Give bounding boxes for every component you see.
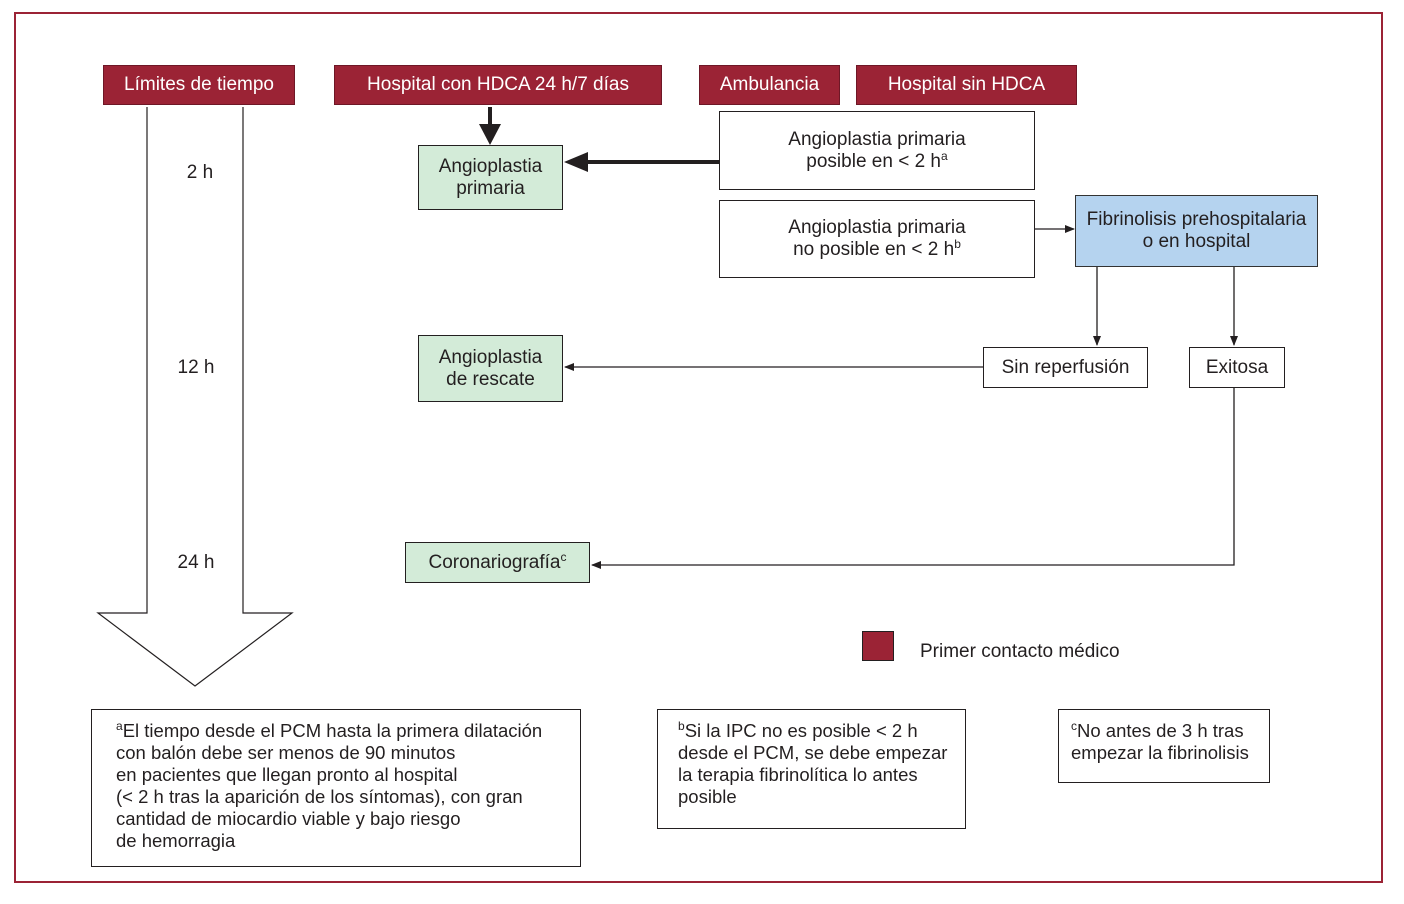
figure-frame <box>14 12 1383 883</box>
footnote-b-line3: la terapia fibrinolítica lo antes <box>678 764 918 785</box>
header-hospital-with-hdca: Hospital con HDCA 24 h/7 días <box>334 65 662 105</box>
rescue-line2: de rescate <box>446 368 535 390</box>
footnote-a-line5: cantidad de miocardio viable y bajo ries… <box>116 808 461 829</box>
footnote-b-mark: b <box>678 719 685 733</box>
coronariography-label: Coronariografíac <box>428 549 567 574</box>
possible-line1: Angioplastia primaria <box>788 128 966 150</box>
footnote-a-line4: (< 2 h tras la aparición de los síntomas… <box>116 786 523 807</box>
footnote-c-mark: c <box>1071 719 1077 733</box>
not-possible-line2: no posible en < 2 hb <box>793 237 961 261</box>
possible-footnote-mark: a <box>941 148 948 163</box>
not-possible-footnote-mark: b <box>954 237 961 251</box>
header-ambulance: Ambulancia <box>699 65 840 105</box>
time-label-2h: 2 h <box>186 162 214 183</box>
node-no-reperfusion: Sin reperfusión <box>983 347 1148 388</box>
footnote-a-text1: El tiempo desde el PCM hasta la primera … <box>122 720 543 741</box>
possible-line2: posible en < 2 ha <box>806 148 948 173</box>
node-primary-angioplasty: Angioplastia primaria <box>418 145 563 210</box>
not-possible-line1: Angioplastia primaria <box>788 217 966 238</box>
primary-angioplasty-line2: primaria <box>456 177 525 199</box>
node-coronariography: Coronariografíac <box>405 542 590 583</box>
footnote-c-text1: No antes de 3 h tras <box>1077 720 1244 741</box>
header-time-limits: Límites de tiempo <box>103 65 295 105</box>
footnote-a: aEl tiempo desde el PCM hasta la primera… <box>91 709 581 867</box>
footnote-c-line2: empezar la fibrinolisis <box>1071 742 1249 763</box>
footnote-a-line3: en pacientes que llegan pronto al hospit… <box>116 764 458 785</box>
fibrinolysis-line1: Fibrinolisis prehospitalaria <box>1086 209 1307 230</box>
fibrinolysis-line2: o en hospital <box>1142 231 1251 252</box>
footnote-a-mark: a <box>116 719 123 733</box>
footnote-a-line1: aEl tiempo desde el PCM hasta la primera… <box>116 720 566 742</box>
not-possible-line2-text: no posible en < 2 h <box>793 239 955 260</box>
coronariography-footnote-mark: c <box>560 549 567 564</box>
node-successful: Exitosa <box>1189 347 1285 388</box>
node-primary-not-possible: Angioplastia primaria no posible en < 2 … <box>719 200 1035 278</box>
arrow-successful-to-coronariography <box>591 387 1235 569</box>
possible-line2-text: posible en < 2 h <box>806 150 941 172</box>
legend-label: Primer contacto médico <box>920 641 1120 662</box>
time-arrow <box>96 107 294 687</box>
header-hospital-with-label: Hospital con HDCA 24 h/7 días <box>367 74 629 95</box>
primary-angioplasty-line1: Angioplastia <box>438 155 543 177</box>
footnote-c-line1: cNo antes de 3 h tras <box>1071 720 1255 742</box>
header-hospital-without-label: Hospital sin HDCA <box>887 74 1046 95</box>
time-label-24h: 24 h <box>177 552 215 573</box>
successful-label: Exitosa <box>1205 356 1269 378</box>
footnote-b: bSi la IPC no es posible < 2 h desde el … <box>657 709 966 829</box>
coronariography-text: Coronariografía <box>428 551 561 573</box>
header-time-limits-label: Límites de tiempo <box>124 74 274 95</box>
footnote-b-line2: desde el PCM, se debe empezar <box>678 742 948 763</box>
rescue-line1: Angioplastia <box>438 346 543 368</box>
no-reperfusion-label: Sin reperfusión <box>1001 356 1130 378</box>
footnote-c: cNo antes de 3 h tras empezar la fibrino… <box>1058 709 1270 783</box>
footnote-a-line6: de hemorragia <box>116 830 236 851</box>
footnote-b-line1: bSi la IPC no es posible < 2 h <box>678 720 951 742</box>
time-label-12h: 12 h <box>177 357 215 378</box>
node-rescue-angioplasty: Angioplastia de rescate <box>418 335 563 402</box>
node-primary-possible: Angioplastia primaria posible en < 2 ha <box>719 111 1035 190</box>
header-ambulance-label: Ambulancia <box>719 74 820 95</box>
footnote-b-text1: Si la IPC no es posible < 2 h <box>684 720 918 741</box>
header-hospital-without-hdca: Hospital sin HDCA <box>856 65 1077 105</box>
footnote-b-line4: posible <box>678 786 737 807</box>
legend-swatch <box>862 631 894 661</box>
footnote-a-line2: con balón debe ser menos de 90 minutos <box>116 742 456 763</box>
node-fibrinolysis: Fibrinolisis prehospitalaria o en hospit… <box>1075 195 1318 267</box>
